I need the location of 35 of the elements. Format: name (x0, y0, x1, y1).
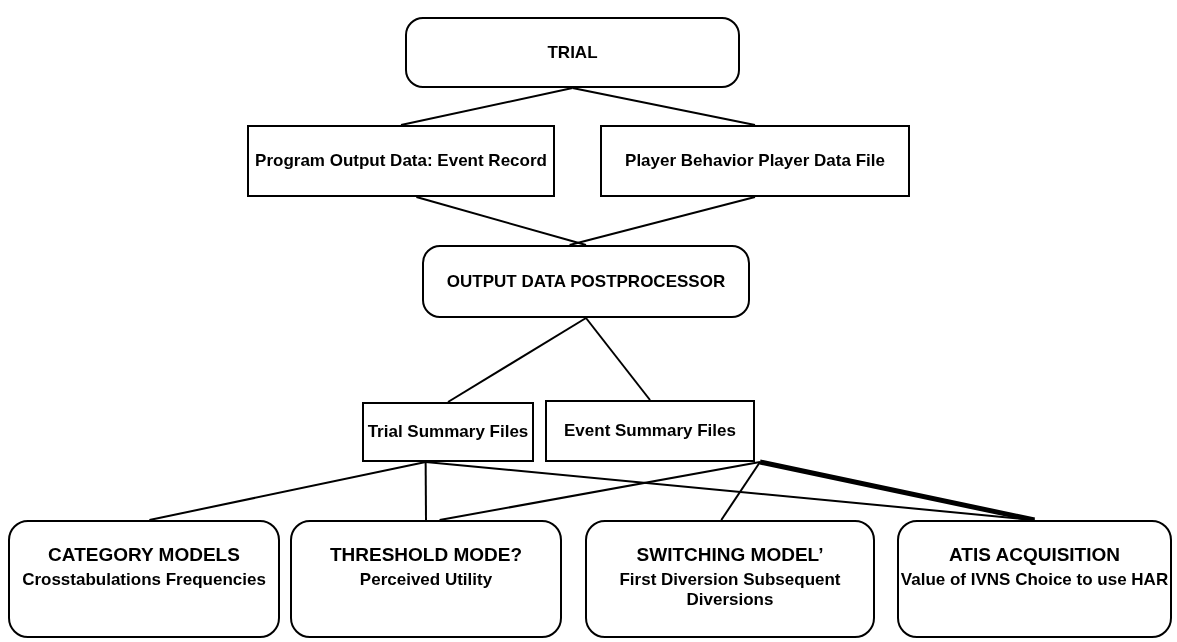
connector-line (438, 461, 761, 521)
box-text: OUTPUT DATA POSTPROCESSOR (446, 271, 726, 292)
box-text: TRIAL (547, 42, 598, 63)
connector-line (571, 87, 756, 126)
connector-line (759, 459, 1035, 523)
connector-line (447, 317, 587, 403)
connector-line (568, 196, 756, 246)
box-text: Crosstabulations Frequencies (22, 570, 266, 590)
connector-line (415, 196, 587, 246)
box-heading: CATEGORY MODELS (48, 544, 240, 566)
title-box (405, 17, 740, 88)
file-box (362, 402, 534, 462)
file-box (545, 400, 755, 462)
connector-line (400, 87, 574, 126)
box-text: Value of IVNS Choice to use HAR (900, 570, 1169, 590)
box-heading: THRESHOLD MODE? (329, 544, 523, 566)
box-heading: ATIS ACQUISITION (949, 544, 1120, 566)
box-text: Perceived Utility (359, 570, 493, 590)
box-text: Trial Summary Files (367, 422, 529, 442)
box-text: Program Output Data: Event Record (255, 151, 547, 171)
model-box (8, 520, 280, 638)
model-box (897, 520, 1172, 638)
box-heading: SWITCHING MODEL’ (636, 544, 824, 566)
process-box (422, 245, 750, 318)
box-text: Event Summary Files (564, 421, 736, 441)
data-box (600, 125, 910, 197)
box-text: First Diversion Subsequent Diversions (618, 570, 842, 610)
box-text: Player Behavior Player Data File (625, 151, 885, 171)
connector-line (585, 317, 651, 401)
data-box (247, 125, 555, 197)
model-box (290, 520, 562, 638)
connector-line (720, 461, 761, 521)
connector-line (148, 461, 427, 521)
model-box (585, 520, 875, 638)
connector-line (424, 461, 427, 521)
